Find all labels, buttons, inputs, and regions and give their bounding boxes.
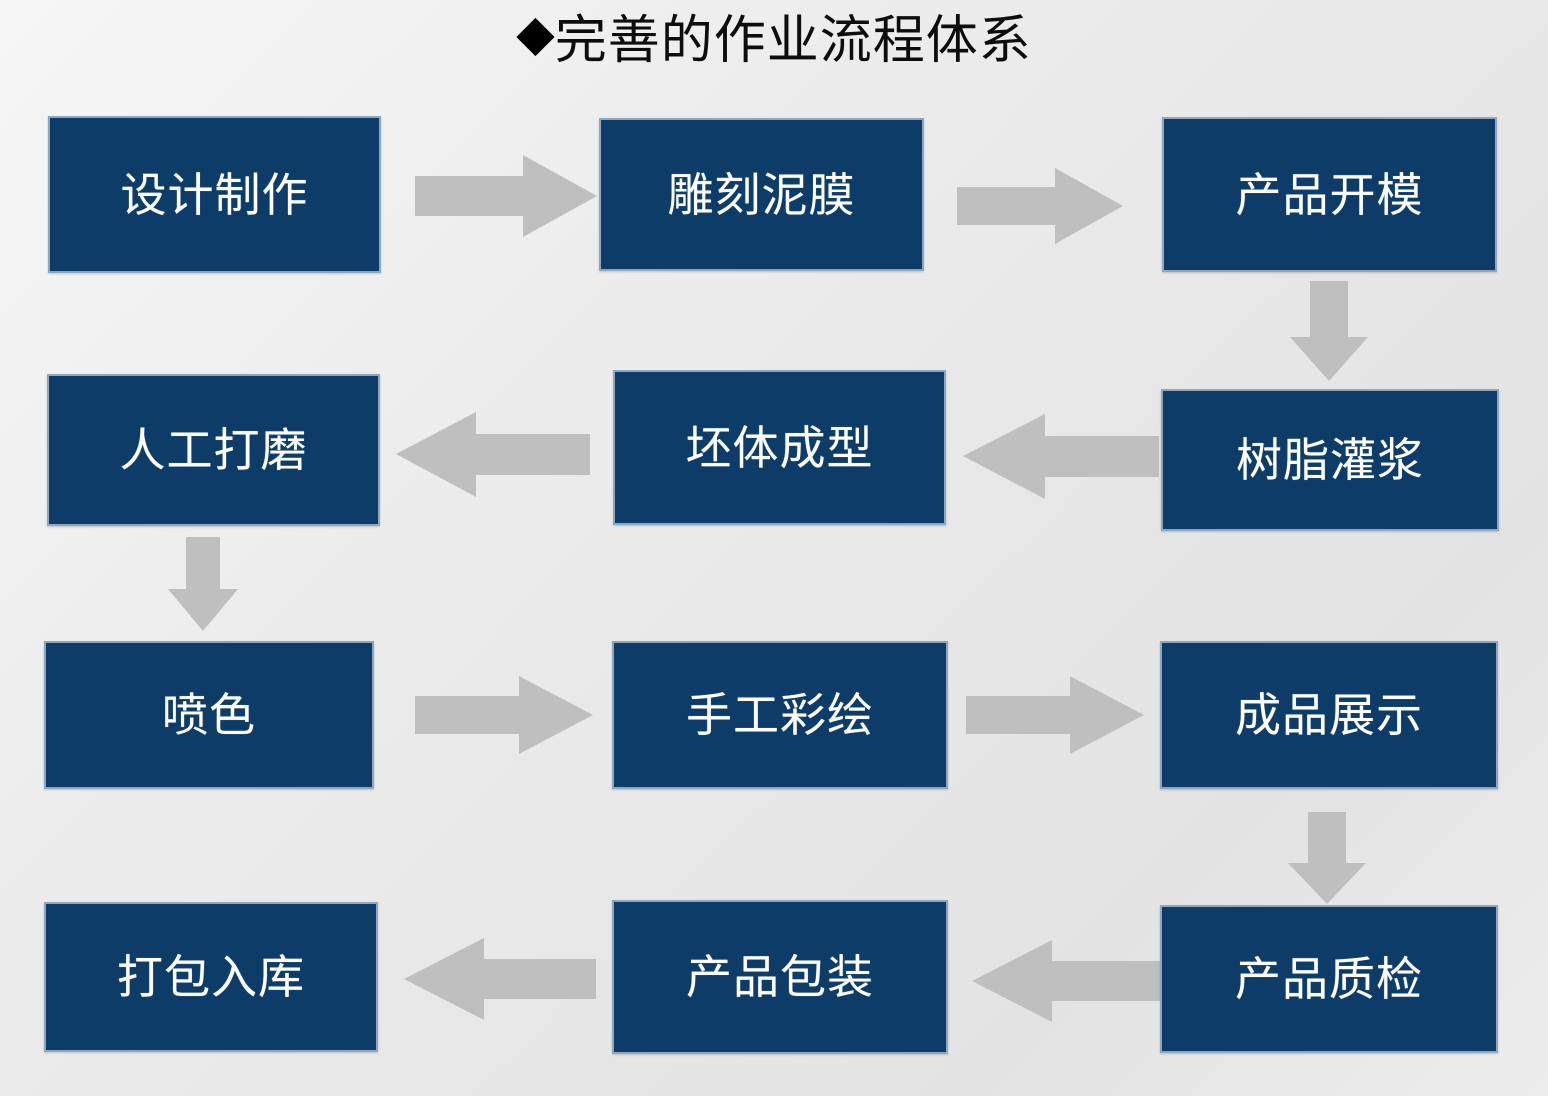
arrow-down-mold-to-resin [1290, 281, 1368, 381]
flow-node-forming[interactable]: 坯体成型 [613, 370, 946, 525]
flow-node-label: 手工彩绘 [686, 688, 874, 742]
flow-node-label: 雕刻泥膜 [667, 167, 856, 222]
flow-node-label: 坯体成型 [685, 420, 874, 475]
flow-node-inspection[interactable]: 产品质检 [1160, 905, 1498, 1053]
arrow-left-forming-to-polish [396, 412, 590, 497]
flow-node-mold[interactable]: 产品开模 [1162, 117, 1497, 272]
arrow-left-resin-to-forming [963, 414, 1159, 499]
flow-node-label: 喷色 [162, 688, 256, 742]
page-title: ◆完善的作业流程体系 [0, 8, 1548, 70]
flow-node-label: 产品开模 [1235, 167, 1424, 222]
arrow-right-spray-to-paint [415, 676, 593, 754]
flow-node-paint[interactable]: 手工彩绘 [612, 641, 948, 789]
arrow-right-carve-to-mold [957, 168, 1123, 244]
flow-node-design[interactable]: 设计制作 [48, 116, 381, 273]
flow-node-label: 设计制作 [120, 167, 309, 222]
flow-node-label: 人工打磨 [119, 423, 308, 477]
arrow-right-paint-to-display [966, 676, 1144, 754]
flow-node-label: 产品质检 [1235, 952, 1423, 1006]
arrow-down-display-to-inspection [1288, 812, 1366, 904]
flow-node-label: 树脂灌浆 [1236, 433, 1424, 487]
flow-node-carve[interactable]: 雕刻泥膜 [599, 118, 924, 271]
flow-node-resin[interactable]: 树脂灌浆 [1161, 389, 1499, 531]
arrow-left-inspection-to-packaging [972, 940, 1164, 1022]
flow-node-label: 成品展示 [1235, 688, 1423, 742]
page-title-text: 完善的作业流程体系 [554, 11, 1032, 72]
arrow-down-polish-to-spray [168, 537, 238, 631]
arrow-right-design-to-carve [415, 155, 597, 237]
flow-node-label: 打包入库 [117, 950, 305, 1004]
flow-node-spray[interactable]: 喷色 [44, 641, 374, 789]
flow-node-packaging[interactable]: 产品包装 [612, 900, 948, 1054]
flow-node-label: 产品包装 [686, 950, 874, 1004]
diamond-bullet-icon: ◆ [516, 4, 555, 62]
flow-node-warehouse[interactable]: 打包入库 [44, 902, 378, 1052]
flow-node-polish[interactable]: 人工打磨 [47, 374, 380, 526]
flow-node-display[interactable]: 成品展示 [1160, 641, 1498, 789]
arrow-left-packaging-to-warehouse [404, 938, 596, 1020]
